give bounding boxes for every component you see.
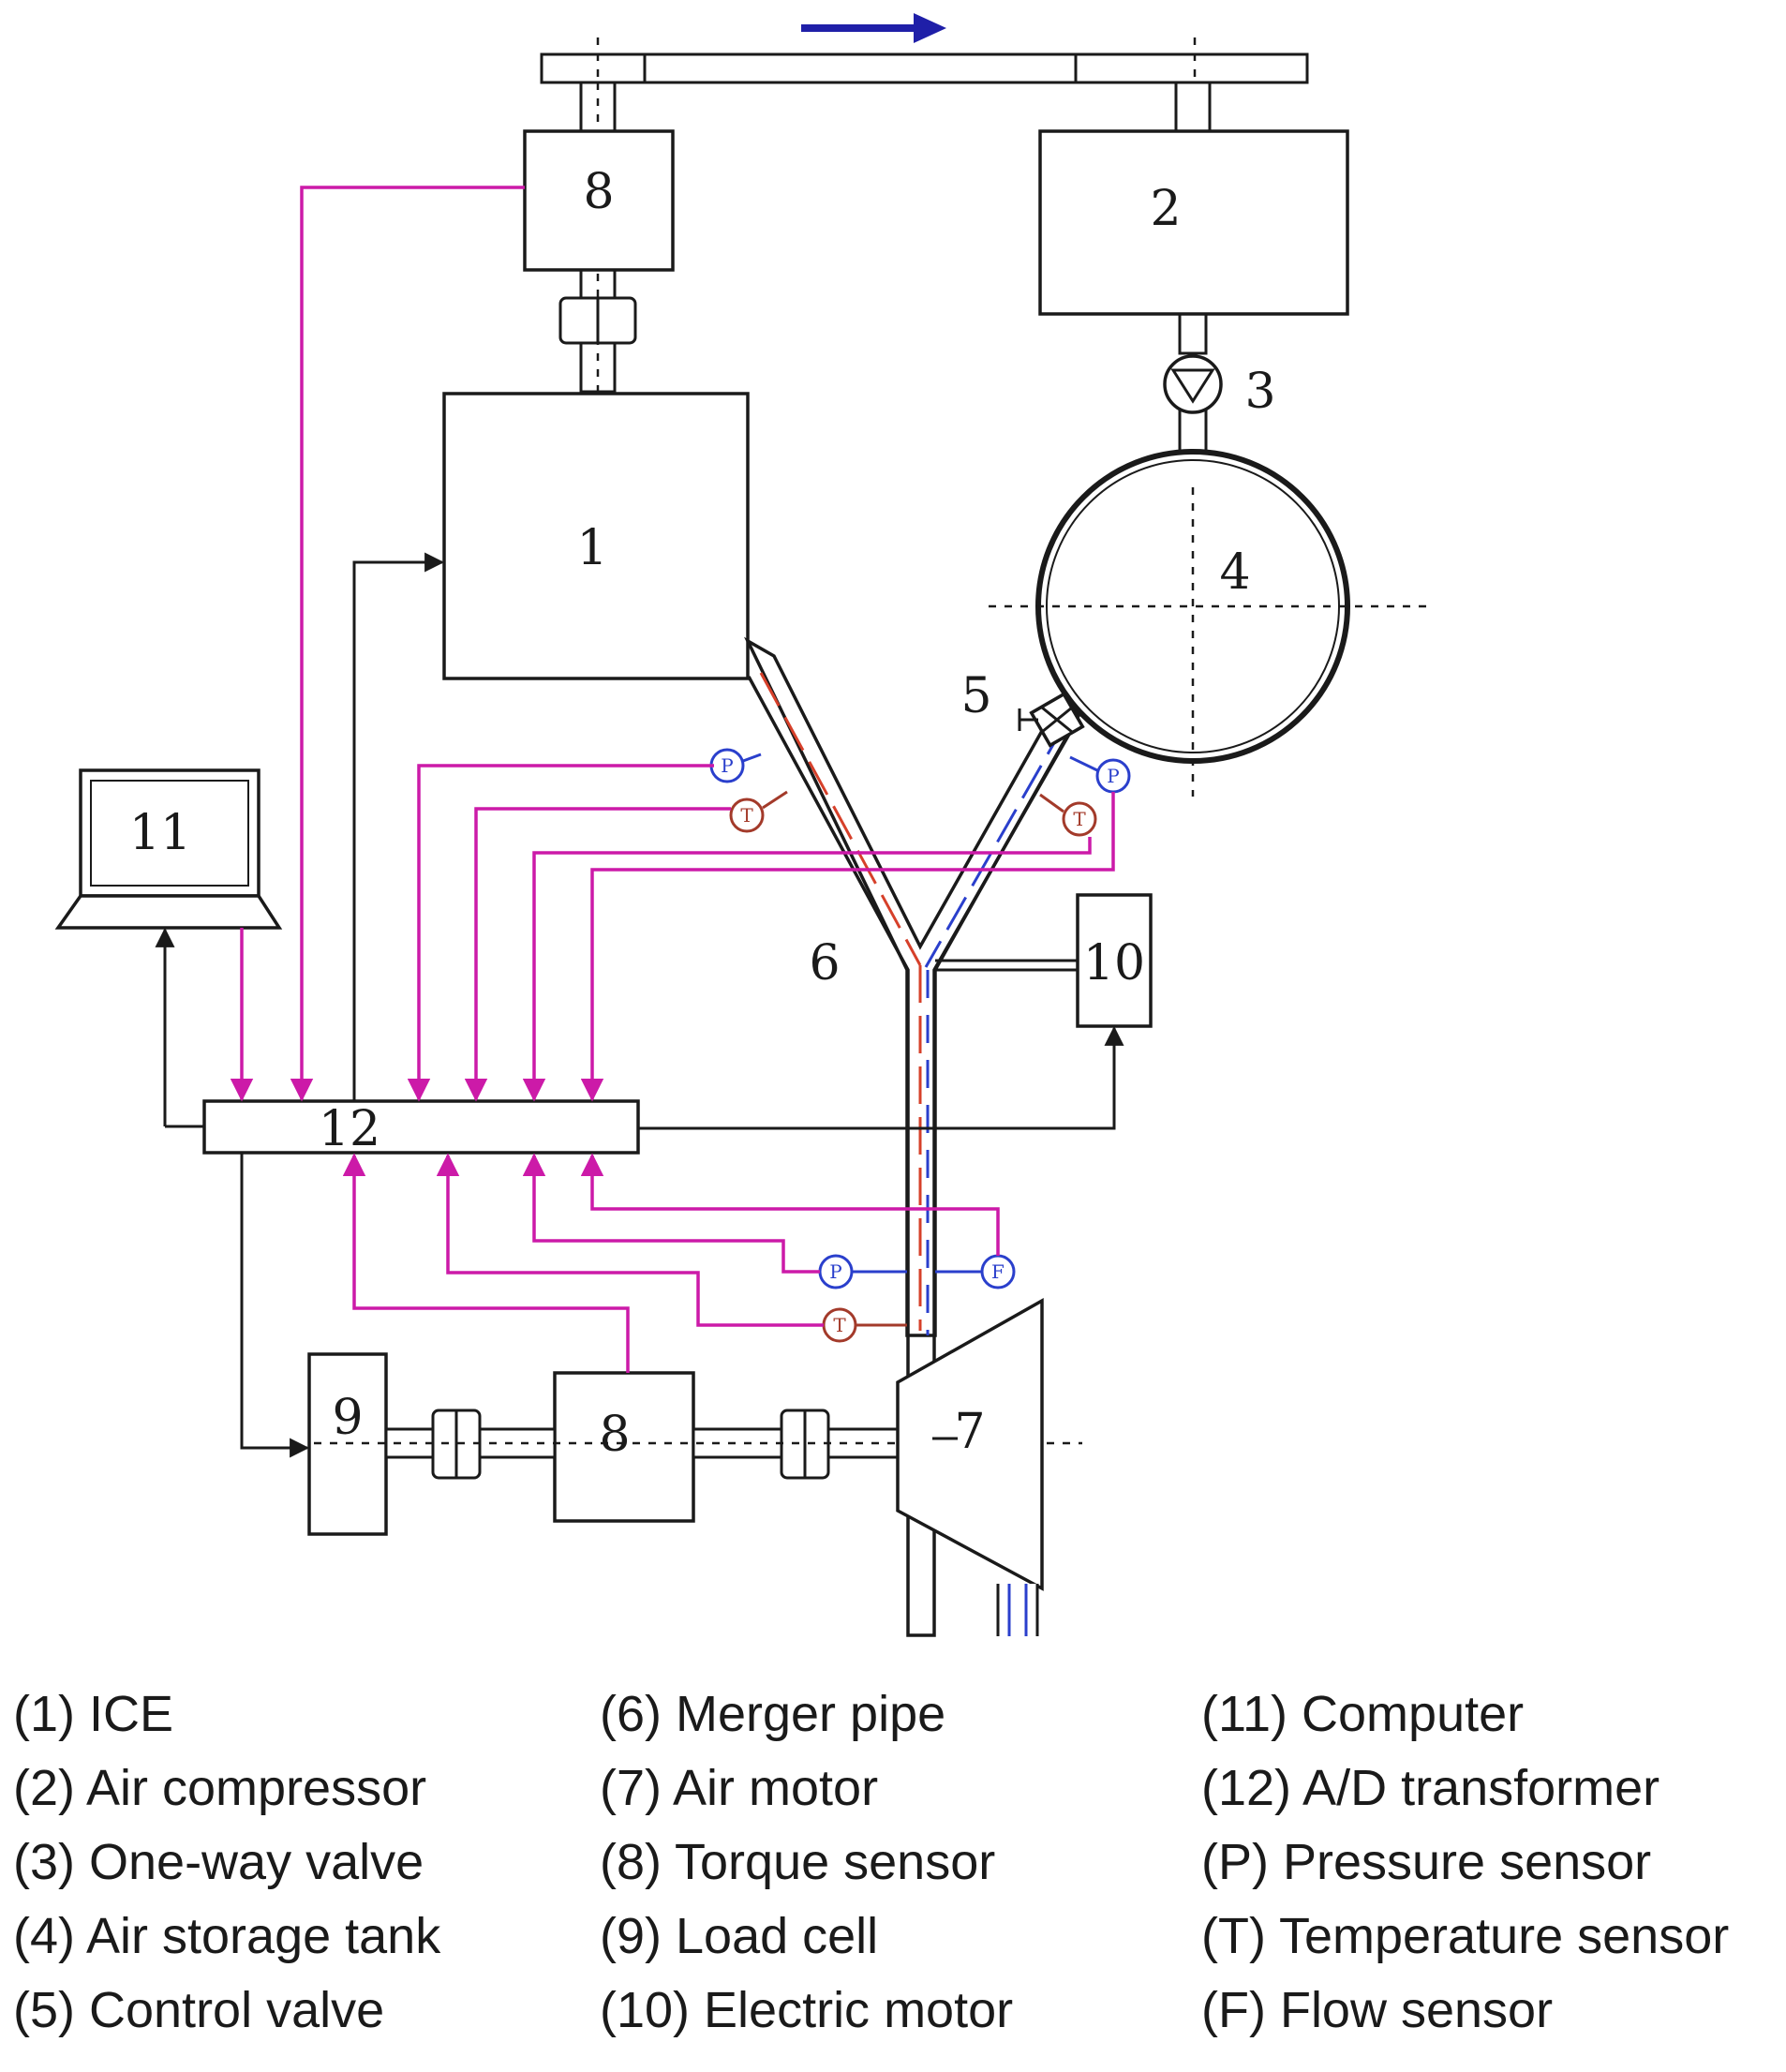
legend-item: (1) ICE xyxy=(13,1686,174,1742)
legend-item: (P) Pressure sensor xyxy=(1201,1834,1652,1890)
internal-combustion-engine: 1 xyxy=(442,392,750,680)
legend-column-3: (11) Computer (12) A/D transformer (P) P… xyxy=(1201,1677,1729,2048)
flow-sensor-motor-inlet: F xyxy=(935,1254,1016,1289)
air-compressor: 2 xyxy=(1038,129,1349,316)
merger-pipe: 6 xyxy=(743,636,1082,1637)
svg-text:T: T xyxy=(1073,808,1086,830)
svg-text:8: 8 xyxy=(599,1407,630,1463)
legend-item: (T) Temperature sensor xyxy=(1201,1908,1730,1964)
svg-text:12: 12 xyxy=(319,1101,380,1157)
air-storage-tank: 4 xyxy=(989,449,1434,797)
svg-text:8: 8 xyxy=(583,164,614,220)
legend-item: (8) Torque sensor xyxy=(600,1834,996,1890)
legend-item: (12) A/D transformer xyxy=(1201,1760,1660,1816)
svg-text:T: T xyxy=(833,1314,846,1336)
top-belt-bar xyxy=(540,37,1309,131)
pressure-sensor-tank-branch: P xyxy=(1069,755,1131,794)
svg-text:P: P xyxy=(829,1260,841,1283)
legend-item: (3) One-way valve xyxy=(13,1834,424,1890)
svg-text:4: 4 xyxy=(1219,544,1250,601)
svg-text:9: 9 xyxy=(332,1390,363,1446)
svg-text:6: 6 xyxy=(809,935,840,991)
svg-text:7: 7 xyxy=(954,1404,985,1460)
upper-right-shaft xyxy=(1174,81,1212,467)
legend-item: (4) Air storage tank xyxy=(13,1908,441,1964)
svg-text:10: 10 xyxy=(1083,935,1145,991)
lower-shaft xyxy=(314,1409,1082,1480)
control-valve: 5 xyxy=(960,668,1085,748)
legend-item: (2) Air compressor xyxy=(13,1760,427,1816)
legend-column-2: (6) Merger pipe (7) Air motor (8) Torque… xyxy=(600,1677,1013,2048)
svg-text:P: P xyxy=(1107,765,1119,787)
temperature-sensor-ice-branch: T xyxy=(729,790,788,833)
legend-item: (7) Air motor xyxy=(600,1760,879,1816)
pressure-sensor-ice-branch: P xyxy=(709,748,762,783)
svg-text:3: 3 xyxy=(1244,364,1275,420)
legend-item: (10) Electric motor xyxy=(600,1982,1014,2038)
temperature-sensor-motor-inlet: T xyxy=(822,1307,907,1343)
one-way-valve: 3 xyxy=(1163,354,1276,420)
svg-text:P: P xyxy=(721,754,733,777)
ad-transformer: 12 xyxy=(202,1099,640,1157)
svg-text:T: T xyxy=(740,804,753,827)
legend-item: (6) Merger pipe xyxy=(600,1686,946,1742)
svg-text:2: 2 xyxy=(1150,181,1181,237)
legend-item: (11) Computer xyxy=(1201,1686,1525,1742)
flow-direction-arrow xyxy=(801,13,946,43)
legend: (1) ICE (2) Air compressor (3) One-way v… xyxy=(0,1677,1786,2072)
temperature-sensor-tank-branch: T xyxy=(1039,793,1097,837)
legend-item: (9) Load cell xyxy=(600,1908,879,1964)
legend-item: (F) Flow sensor xyxy=(1201,1982,1554,2038)
svg-text:5: 5 xyxy=(960,668,991,724)
svg-text:11: 11 xyxy=(129,805,191,861)
control-lines xyxy=(155,552,1124,1458)
pressure-sensor-motor-inlet: P xyxy=(818,1254,907,1289)
svg-text:F: F xyxy=(991,1260,1005,1283)
computer: 11 xyxy=(54,768,283,930)
torque-sensor-top: 8 xyxy=(523,129,675,272)
legend-column-1: (1) ICE (2) Air compressor (3) One-way v… xyxy=(13,1677,440,2048)
signal-lines-top xyxy=(230,186,1115,1102)
svg-text:1: 1 xyxy=(576,520,607,576)
legend-item: (5) Control valve xyxy=(13,1982,385,2038)
torque-sensor-bottom: 8 xyxy=(553,1371,695,1523)
signal-lines-bottom xyxy=(342,1153,1000,1373)
air-motor: 7 xyxy=(896,1298,1044,1636)
